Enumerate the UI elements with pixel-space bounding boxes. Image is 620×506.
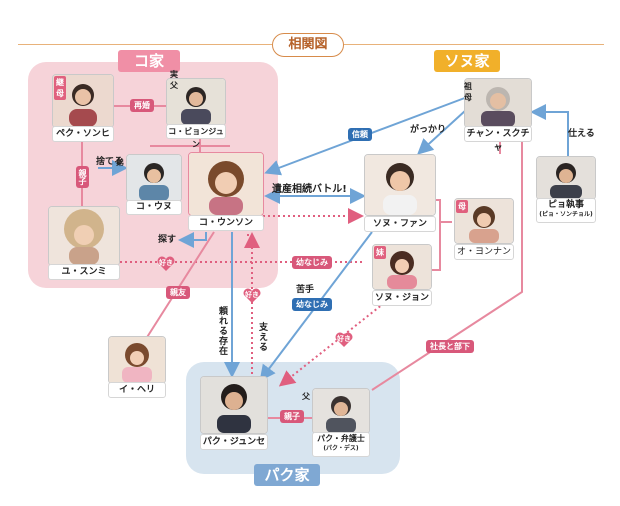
page-title: 相関図 xyxy=(272,33,344,57)
line-boss-sub xyxy=(371,138,523,391)
like-heart-1: 好き xyxy=(156,256,176,272)
person-name-main: パク・弁護士 xyxy=(317,434,365,443)
relation-childhood-friend-2: 幼なじみ xyxy=(292,298,332,311)
line-disappointed xyxy=(417,109,467,155)
like-heart-2: 好き xyxy=(242,288,262,304)
relation-parent-child-park: 親子 xyxy=(280,410,304,423)
person-name: コ・ウンソン xyxy=(188,215,264,231)
sonu-family-label: ソヌ家 xyxy=(434,50,500,72)
person-tag: 継母 xyxy=(54,76,66,100)
person-name: コ・ビョンジュン xyxy=(166,124,226,149)
line-search xyxy=(178,232,207,248)
relation-trust: 信頼 xyxy=(348,128,372,141)
person-tag: 弟 xyxy=(116,158,124,167)
person-name: ソヌ・ジョン xyxy=(372,290,432,306)
like-heart-label: 好き xyxy=(245,291,259,299)
header-rule-right xyxy=(342,44,604,45)
avatar xyxy=(188,152,264,216)
relation-best-friend: 親友 xyxy=(166,286,190,299)
person-name: ペク・ソンヒ xyxy=(52,126,114,142)
header-rule-left xyxy=(18,44,272,45)
person-tag: 母 xyxy=(456,200,468,213)
like-heart-label: 好き xyxy=(159,259,173,267)
relation-parent-child-left: 親子 xyxy=(76,166,89,188)
relation-bad-at: 苦手 xyxy=(296,285,315,295)
relation-serve: 仕える xyxy=(568,129,595,139)
avatar xyxy=(200,376,268,434)
relation-inheritance: 遺産相続バトル! xyxy=(272,184,347,195)
avatar xyxy=(464,78,532,128)
avatar xyxy=(312,388,370,434)
person-name-sub: (ピョ・ソンチョル) xyxy=(539,211,593,218)
person-name: コ・ウヌ xyxy=(126,200,182,215)
relation-search: 探す xyxy=(158,235,177,245)
person-name: イ・ヘリ xyxy=(108,382,166,398)
person-name: チャン・スクチャ xyxy=(464,126,532,153)
person-name-sub: (パク・デス) xyxy=(323,445,359,452)
relation-remarriage: 再婚 xyxy=(130,99,154,112)
line-fan-mother xyxy=(432,199,452,223)
avatar xyxy=(166,78,226,126)
line-childhood-1 xyxy=(247,208,364,236)
person-tag: 父 xyxy=(302,392,310,401)
like-heart-3: 好き xyxy=(334,332,354,348)
relation-abandon: 捨てる xyxy=(96,157,124,167)
avatar xyxy=(48,206,120,266)
person-name: ユ・スンミ xyxy=(48,264,120,280)
avatar xyxy=(454,198,514,244)
park-family-label: パク家 xyxy=(254,464,320,486)
person-name: ソヌ・ファン xyxy=(364,216,436,232)
like-heart-label: 好き xyxy=(337,335,351,343)
relation-disappointed: がっかり xyxy=(410,125,447,135)
relation-boss-sub: 社長と部下 xyxy=(426,340,474,353)
person-name-main: ピョ執事 xyxy=(547,200,584,210)
person-tag: 妹 xyxy=(374,246,386,259)
avatar xyxy=(108,336,166,384)
avatar xyxy=(126,154,182,202)
line-family-jon xyxy=(430,222,441,271)
line-serve xyxy=(530,104,569,156)
relation-support: 支える xyxy=(257,322,267,352)
person-name: オ・ヨンナン xyxy=(454,244,514,260)
relation-childhood-friend-1: 幼なじみ xyxy=(292,256,332,269)
relation-reliable: 頼れる存在 xyxy=(217,306,227,356)
avatar xyxy=(364,154,436,216)
avatar xyxy=(536,156,596,200)
person-tag: 実父 xyxy=(170,70,178,90)
ko-family-label: コ家 xyxy=(118,50,180,72)
person-name: ピョ執事 (ピョ・ソンチョル) xyxy=(536,198,596,223)
person-name: パク・弁護士 (パク・デス) xyxy=(312,432,370,457)
person-name: パク・ジュンセ xyxy=(200,434,268,450)
person-tag: 祖母 xyxy=(464,82,472,102)
